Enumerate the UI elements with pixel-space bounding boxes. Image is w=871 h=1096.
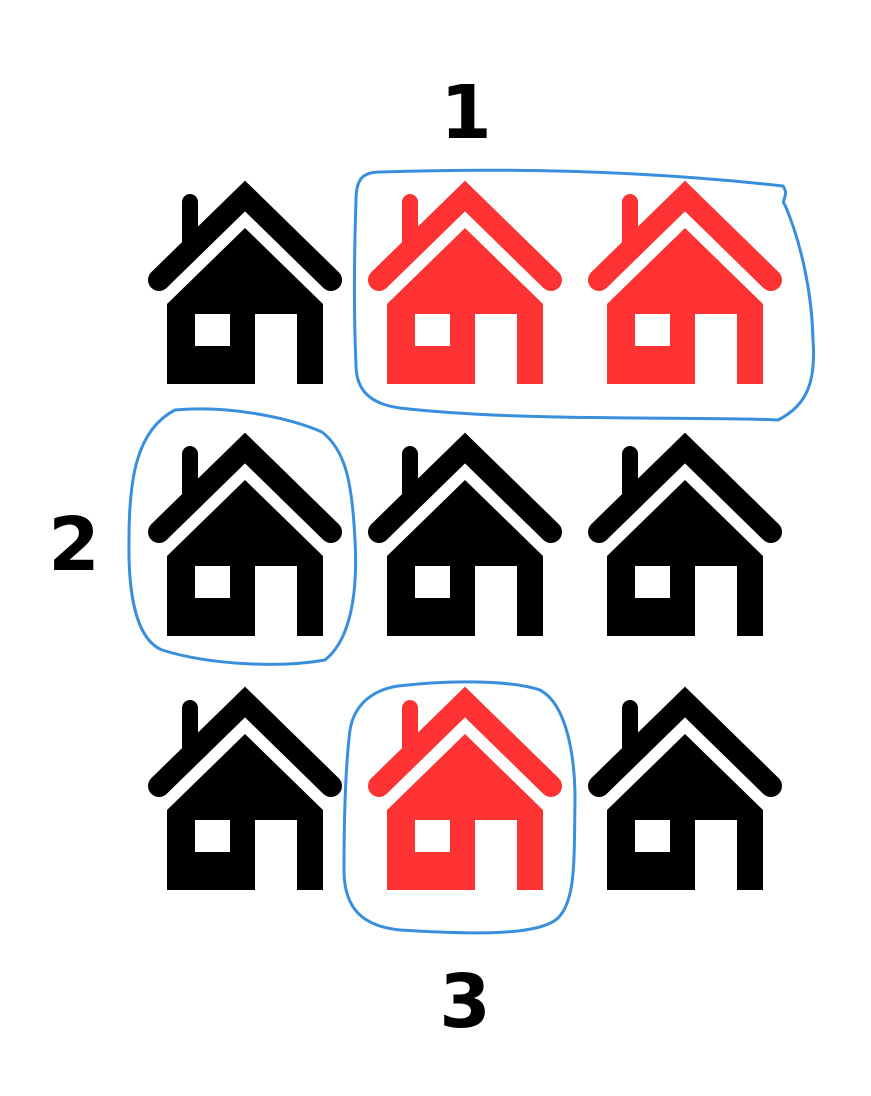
house-roof — [588, 180, 782, 291]
house-roof — [588, 686, 782, 797]
house-icon — [588, 432, 782, 636]
group-2-label: 2 — [48, 502, 100, 588]
house-roof — [368, 686, 562, 797]
house-icon-highlighted — [368, 686, 562, 890]
house-body — [167, 734, 323, 890]
house-icon-highlighted — [588, 180, 782, 384]
house-icon — [148, 686, 342, 890]
house-body — [167, 480, 323, 636]
house-roof — [148, 180, 342, 291]
group-2-outline — [127, 407, 358, 666]
house-roof — [368, 432, 562, 543]
house-body — [167, 228, 323, 384]
house-icon — [148, 180, 342, 384]
house-icon — [368, 432, 562, 636]
house-body — [387, 734, 543, 890]
house-icon — [148, 432, 342, 636]
house-icon — [588, 686, 782, 890]
house-body — [387, 228, 543, 384]
group-outlines — [127, 168, 816, 935]
house-body — [607, 734, 763, 890]
house-roof — [368, 180, 562, 291]
house-roof — [148, 432, 342, 543]
house-grid — [148, 180, 782, 890]
house-roof — [588, 432, 782, 543]
group-3-label: 3 — [439, 959, 491, 1045]
group-1-label: 1 — [440, 70, 492, 156]
group-labels: 1 2 3 — [48, 70, 492, 1045]
house-body — [607, 228, 763, 384]
house-body — [387, 480, 543, 636]
house-icon-highlighted — [368, 180, 562, 384]
group-3-outline — [342, 680, 577, 935]
house-body — [607, 480, 763, 636]
house-roof — [148, 686, 342, 797]
group-1-outline — [353, 168, 816, 422]
